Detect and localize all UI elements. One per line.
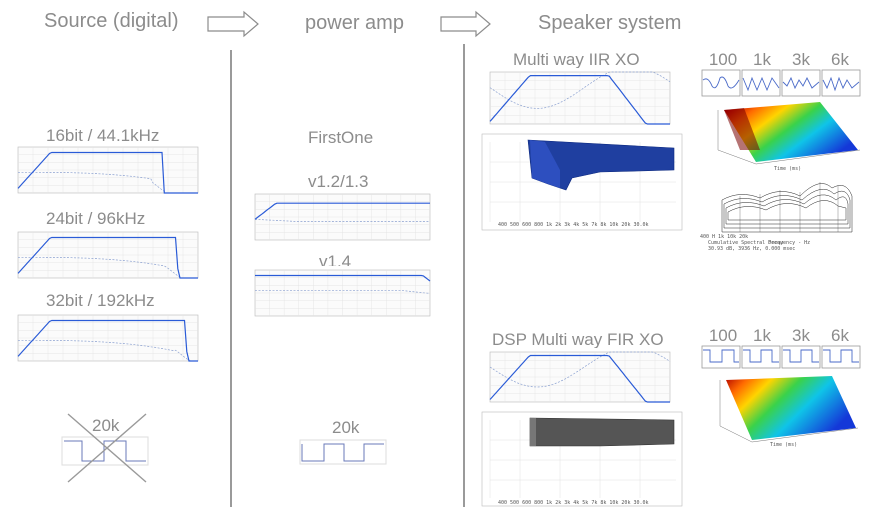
magnitude-curve	[17, 236, 198, 279]
csd-axis: Frequency - Hz	[768, 240, 810, 246]
grid	[490, 72, 670, 124]
svg-text:Time (ms): Time (ms)	[770, 442, 797, 448]
magnitude-curve	[17, 319, 198, 362]
magnitude-curve	[489, 75, 670, 125]
phase-curve	[254, 218, 430, 222]
freq-label: 3k	[792, 50, 810, 69]
fir-title: DSP Multi way FIR XO	[492, 330, 664, 349]
freq-label: 1k	[753, 326, 771, 345]
freq-label: 100	[708, 50, 738, 69]
phase-curve	[489, 351, 671, 388]
amp-version-label: v1.2/1.3	[308, 172, 369, 191]
phase-curve	[489, 71, 671, 109]
iir-title: Multi way IIR XO	[513, 50, 640, 69]
svg-text:400 500 600 800 1k 2k: 400 500 600 800 1k 2k 3k 4k 5k 7k 8k 10k…	[498, 222, 649, 228]
source-square-label: 20k	[92, 416, 120, 435]
amp-header: power amp	[305, 12, 404, 34]
source-row-label: 24bit / 96kHz	[46, 209, 146, 228]
phase-curve	[255, 290, 431, 294]
amp-title: FirstOne	[308, 128, 374, 147]
magnitude-curve	[254, 202, 430, 220]
magnitude-curve	[255, 274, 431, 282]
freq-label: 6k	[831, 326, 849, 345]
freq-label: 3k	[792, 326, 810, 345]
speaker-header: Speaker system	[538, 12, 682, 34]
svg-text:Time (ms): Time (ms)	[774, 166, 801, 172]
fir-freq-labels: 100 1k 3k 6k	[704, 326, 860, 346]
magnitude-curve	[489, 354, 670, 403]
svg-text:30.93 dB, 3936 Hz, 0.000 msec: 30.93 dB, 3936 Hz, 0.000 msec	[708, 246, 795, 252]
grid	[18, 147, 198, 193]
source-header: Source (digital)	[44, 10, 179, 32]
source-row-label: 16bit / 44.1kHz	[46, 126, 160, 145]
freq-label: 6k	[831, 50, 849, 69]
amp-square-label: 20k	[332, 418, 360, 437]
freq-label: 1k	[753, 50, 771, 69]
grid	[255, 194, 430, 240]
csd-caption: Cumulative Spectral Decay	[708, 240, 783, 246]
grid	[490, 352, 670, 402]
freq-label: 100	[708, 326, 738, 345]
phase-curve	[18, 339, 198, 362]
svg-text:400 H 1k 1: 400 H 1k 10k 20k	[700, 234, 748, 240]
svg-text:400 500 600 800 1k 2k: 400 500 600 800 1k 2k 3k 4k 5k 7k 8k 10k…	[498, 500, 649, 506]
magnitude-curve	[17, 151, 198, 194]
source-row-label: 32bit / 192kHz	[46, 291, 155, 310]
iir-freq-labels: 100 1k 3k 6k	[704, 50, 860, 70]
grid	[255, 270, 430, 316]
phase-curve	[18, 256, 198, 279]
